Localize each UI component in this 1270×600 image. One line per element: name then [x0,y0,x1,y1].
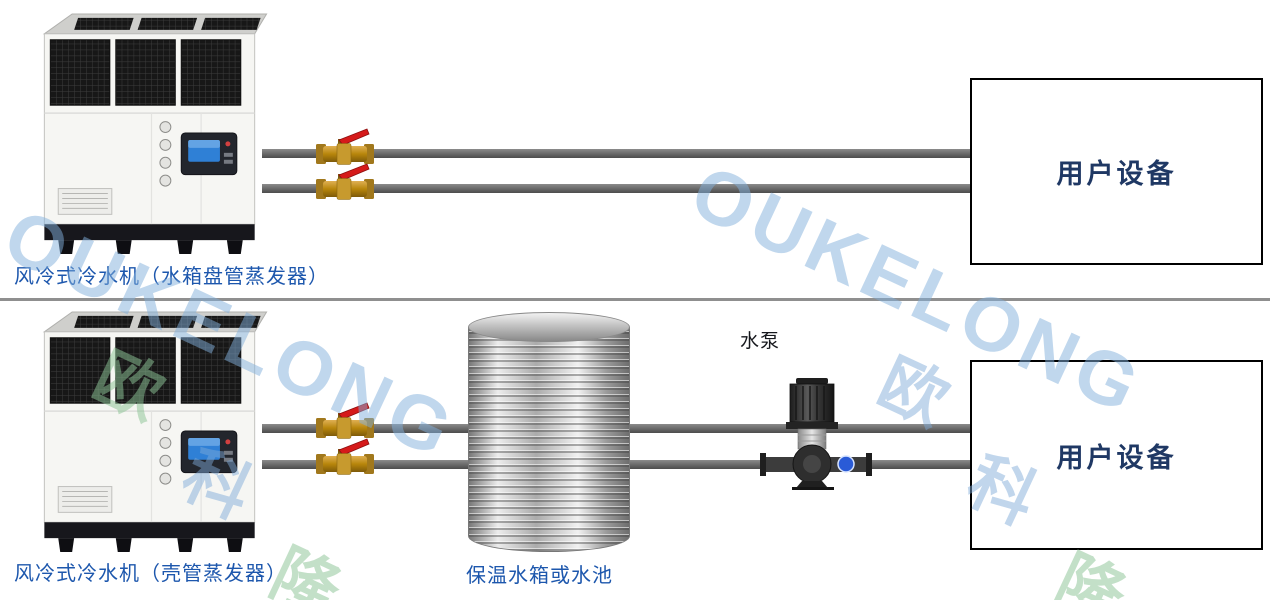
user-equipment-box-top: 用户设备 [970,78,1263,265]
supply-pipe-top [262,149,970,158]
user-equipment-label: 用户设备 [1056,159,1177,189]
return-ball-valve-top [316,163,374,200]
supply-ball-valve-bottom [316,402,374,439]
return-pipe-top [262,184,970,193]
return-ball-valve-bottom [316,438,374,475]
water-tank [468,312,630,552]
tank-caption: 保温水箱或水池 [466,565,613,587]
supply-ball-valve-top [316,128,374,165]
chiller-caption-top: 风冷式冷水机（水箱盘管蒸发器） [14,266,329,288]
section-divider [0,298,1270,301]
user-equipment-box-bottom: 用户设备 [970,360,1263,550]
chiller-illustration-bottom [42,311,268,553]
pump-illustration [760,378,872,490]
chiller-illustration-top [42,13,268,255]
pump-caption: 水泵 [740,331,781,352]
chiller-caption-bottom: 风冷式冷水机（壳管蒸发器） [14,563,287,585]
user-equipment-label: 用户设备 [1056,442,1177,473]
water-tank-body [468,327,630,552]
water-tank-lid [468,312,630,342]
